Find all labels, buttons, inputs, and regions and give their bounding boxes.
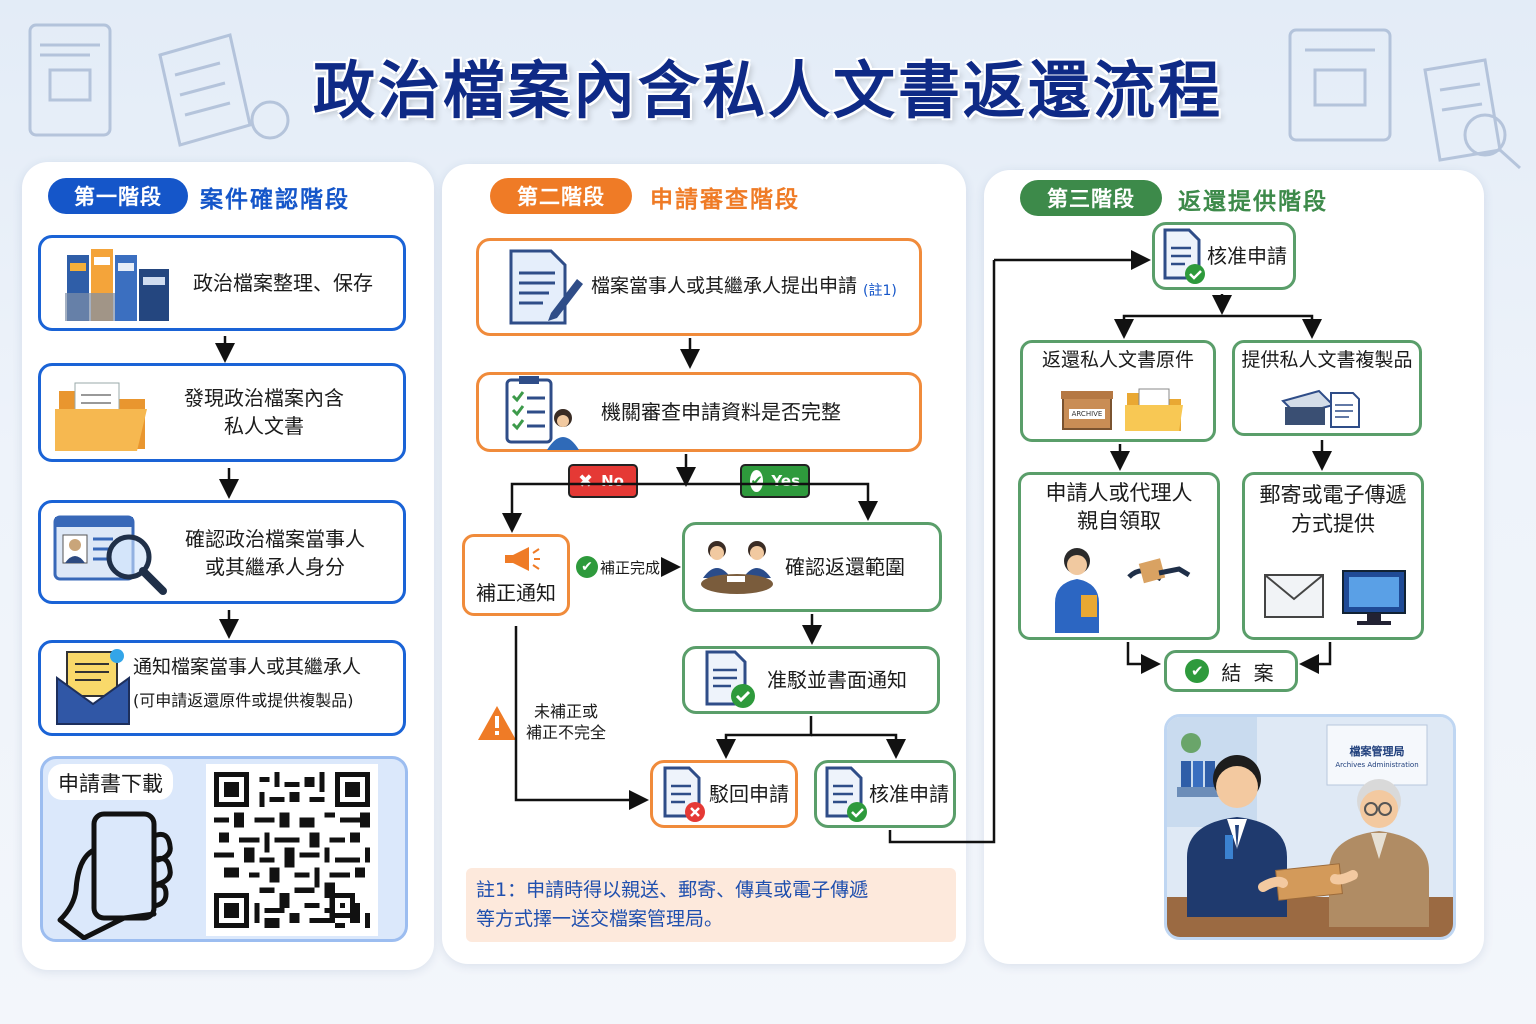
archive-box-icon — [1061, 391, 1113, 430]
stage2-review-box: 機關審查申請資料是否完整 — [476, 372, 922, 452]
id-card-search-icon — [53, 515, 167, 595]
document-approve-icon — [825, 766, 867, 822]
stage2-review-text: 機關審查申請資料是否完整 — [601, 399, 841, 424]
page-title: 政治檔案內含私人文書返還流程 — [312, 54, 1223, 127]
stage2-approve-text: 核准申請 — [869, 781, 949, 806]
envelope-letter-icon — [56, 649, 130, 725]
stage2-reject-text: 駁回申請 — [709, 781, 789, 806]
stage1-tag: 第一階段 — [48, 178, 188, 214]
mail-envelope-icon — [1264, 574, 1324, 618]
copier-icon — [1281, 389, 1360, 428]
stage2-title: 申請審查階段 — [650, 187, 800, 213]
stage1-step-archive-preserve: 政治檔案整理、保存 — [38, 235, 406, 331]
stage1-step1-text: 政治檔案整理、保存 — [193, 270, 373, 295]
stage2-approve-box: 核准申請 — [814, 760, 956, 828]
no-label: No — [601, 472, 624, 490]
download-label: 申請書下載 — [48, 764, 173, 800]
footnote-text: 註1：申請時得以親送、郵寄、傳真或電子傳遞 等方式擇一送交檔案管理局。 — [476, 879, 869, 931]
stage1-step-notify: 通知檔案當事人或其繼承人 (可申請返還原件或提供複製品) — [38, 640, 406, 736]
stage3-provide-copy-text: 提供私人文書複製品 — [1241, 349, 1413, 371]
document-check-icon — [705, 650, 755, 708]
stage1-title: 案件確認階段 — [200, 187, 350, 213]
folder-icon — [1125, 388, 1183, 431]
correction-done-label: ✔ 補正完成 — [576, 556, 660, 578]
stage3-provide-copy-box: 提供私人文書複製品 — [1232, 340, 1422, 436]
stage2-reject-box: 駁回申請 — [650, 760, 798, 828]
stage1-step-confirm-identity: 確認政治檔案當事人 或其繼承人身分 — [38, 500, 406, 604]
office-sign-cn: 檔案管理局 — [1349, 745, 1405, 758]
stage3-approve-box: 核准申請 — [1152, 222, 1296, 290]
stage2-confirm-scope-text: 確認返還範圍 — [785, 554, 905, 579]
stage3-tag: 第三階段 — [1020, 180, 1162, 216]
stage2-correction-box: 補正通知 — [462, 534, 570, 616]
folder-icon — [55, 382, 147, 451]
document-approve-icon — [1163, 228, 1205, 284]
phone-in-hand-icon — [57, 811, 173, 940]
archive-box-label: ARCHIVE — [1071, 410, 1103, 418]
stage2-notice-text: 准駁並書面通知 — [767, 667, 907, 692]
document-reject-icon — [663, 766, 705, 822]
stage1-step4-subtext: (可申請返還原件或提供複製品) — [133, 690, 354, 710]
clipboard-checklist-icon — [505, 376, 579, 450]
office-handover-scene-image — [1167, 717, 1453, 937]
footnote-box: 註1：申請時得以親送、郵寄、傳真或電子傳遞 等方式擇一送交檔案管理局。 — [466, 868, 956, 942]
person-handover-icon — [1055, 548, 1191, 633]
warning-icon — [478, 705, 516, 740]
check-circle-icon: ✔ — [1185, 659, 1210, 683]
stage1-step3-text: 確認政治檔案當事人 或其繼承人身分 — [185, 527, 365, 579]
handover-illustration: 檔案管理局 Archives Administration — [1164, 714, 1456, 940]
stage3-return-original-text: 返還私人文書原件 — [1041, 349, 1194, 371]
stage1-step-discover-private-docs: 發現政治檔案內含 私人文書 — [38, 363, 406, 462]
stage3-title: 返還提供階段 — [1178, 189, 1328, 215]
check-icon: ✔ — [750, 470, 764, 492]
close-case-box: ✔ 結 案 — [1164, 650, 1298, 692]
yes-label: Yes — [771, 472, 800, 490]
meeting-people-icon — [701, 541, 773, 594]
office-sign-en: Archives Administration — [1335, 761, 1419, 769]
stage2-confirm-scope-box: 確認返還範圍 — [682, 522, 942, 612]
stage3-mail-text: 郵寄或電子傳遞 方式提供 — [1259, 483, 1407, 537]
no-badge: ✖ No — [568, 464, 638, 498]
stage1-step4-text: 通知檔案當事人或其繼承人 — [133, 656, 362, 678]
stage2-notice-box: 准駁並書面通知 — [682, 646, 940, 714]
close-case-text: 結 案 — [1221, 660, 1277, 685]
stage3-mail-box: 郵寄或電子傳遞 方式提供 — [1242, 472, 1424, 640]
stage2-tag: 第二階段 — [490, 178, 632, 214]
office-sign: 檔案管理局 Archives Administration — [1327, 743, 1427, 769]
warning-note: 未補正或 補正不完全 — [476, 702, 606, 744]
check-circle-icon: ✔ — [576, 556, 598, 578]
stage2-apply-note-ref: (註1) — [863, 283, 897, 299]
megaphone-icon — [505, 547, 540, 571]
stage3-return-original-box: 返還私人文書原件 ARCHIVE — [1020, 340, 1216, 442]
document-pen-icon — [509, 249, 583, 325]
qr-code-image — [214, 772, 370, 928]
stage2-apply-text: 檔案當事人或其繼承人提出申請 — [591, 275, 858, 298]
background-document-sketch-left — [28, 23, 290, 147]
background-document-sketch-right — [1288, 28, 1522, 170]
yes-badge: ✔ Yes — [740, 464, 810, 498]
stage3-pickup-text: 申請人或代理人 親自領取 — [1045, 481, 1193, 534]
qr-code[interactable] — [206, 764, 378, 936]
x-icon: ✖ — [578, 470, 594, 492]
stage3-approve-text: 核准申請 — [1207, 243, 1287, 268]
stage1-step2-text: 發現政治檔案內含 私人文書 — [184, 386, 344, 438]
stage3-pickup-box: 申請人或代理人 親自領取 — [1018, 472, 1220, 640]
binders-icon — [65, 249, 169, 321]
computer-monitor-icon — [1342, 570, 1406, 625]
stage2-apply-box: 檔案當事人或其繼承人提出申請 (註1) — [476, 238, 922, 336]
stage2-correction-text: 補正通知 — [476, 581, 556, 605]
